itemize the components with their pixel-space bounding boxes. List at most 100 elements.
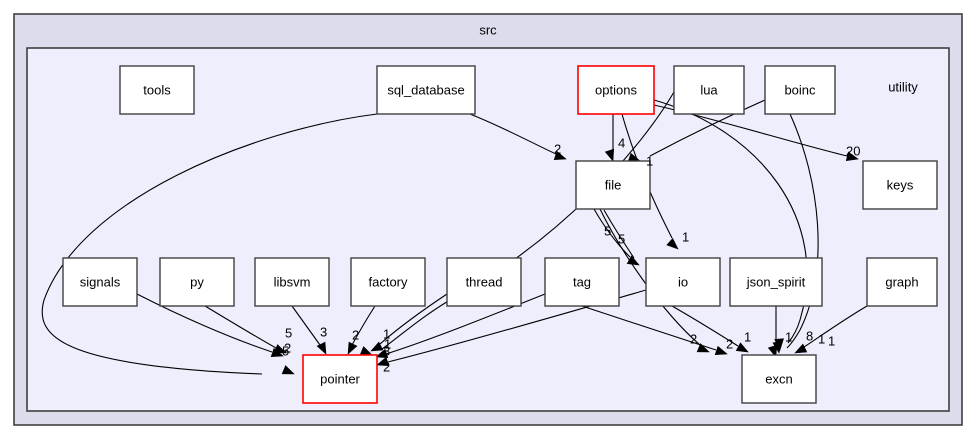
cluster-label-utility: utility	[888, 79, 918, 94]
node-box-pointer[interactable]	[302, 354, 378, 404]
edge-boinc-to-file	[649, 99, 766, 157]
node-box-boinc[interactable]	[764, 65, 836, 115]
edge-sql_database-to-file	[469, 113, 557, 155]
edge-label-boinc-to-excn: 1	[818, 331, 825, 346]
arrowhead-options-to-keys	[845, 151, 859, 161]
edge-label-graph-to-excn: 1	[828, 333, 835, 348]
node-box-excn[interactable]	[741, 354, 817, 404]
node-json_spirit[interactable]: json_spirit	[729, 257, 823, 307]
node-box-signals[interactable]	[62, 257, 138, 307]
node-box-tools[interactable]	[119, 65, 195, 115]
edge-label-libsvm-to-pointer: 3	[320, 324, 327, 339]
node-box-keys[interactable]	[862, 160, 938, 210]
arrowhead-graph-to-excn	[794, 343, 808, 354]
edge-label-file-to-excn: 2	[690, 331, 697, 346]
node-label-options: options	[595, 82, 637, 97]
node-box-options[interactable]	[577, 65, 655, 115]
node-label-signals: signals	[80, 274, 121, 289]
edge-file-to-excn	[599, 208, 701, 346]
arrowhead-py-to-pointer	[273, 344, 287, 354]
node-box-factory[interactable]	[350, 257, 426, 307]
edge-factory-to-pointer	[351, 305, 376, 346]
edge-file-to-io	[593, 208, 631, 258]
arrowhead-options-to-io	[666, 237, 679, 250]
edge-label-file-to-io: 5	[604, 223, 611, 238]
node-box-io[interactable]	[645, 257, 721, 307]
arrowhead-tag-to-pointer	[375, 348, 389, 359]
node-box-tag[interactable]	[544, 257, 620, 307]
edge-label-options-to-excn: 8	[806, 328, 813, 343]
node-label-boinc: boinc	[784, 82, 816, 97]
edge-thread-to-pointer	[379, 293, 448, 345]
node-libsvm[interactable]: libsvm	[254, 257, 330, 307]
arrowhead-io-to-excn	[735, 342, 749, 353]
node-box-graph[interactable]	[866, 257, 938, 307]
node-box-sql_database[interactable]	[376, 65, 476, 115]
edge-libsvm-to-pointer	[291, 305, 321, 346]
node-box-thread[interactable]	[446, 257, 522, 307]
node-box-json_spirit[interactable]	[729, 257, 823, 307]
edge-label-sql_database-to-file: 2	[554, 141, 561, 156]
edge-label-signals-to-pointer: 5	[285, 325, 292, 340]
node-box-lua[interactable]	[673, 65, 745, 115]
node-signals[interactable]: signals	[62, 257, 138, 307]
arrowhead-libsvm-to-pointer	[316, 341, 327, 355]
arrowhead-sql_database-to-pointer	[281, 365, 295, 375]
node-label-io: io	[678, 274, 688, 289]
node-keys[interactable]: keys	[862, 160, 938, 210]
edge-label-io-to-excn: 1	[744, 329, 751, 344]
edge-sql_database-to-pointer	[41, 113, 378, 375]
node-factory[interactable]: factory	[350, 257, 426, 307]
node-options[interactable]: options	[577, 65, 655, 115]
node-label-py: py	[190, 274, 204, 289]
edge-signals-to-pointer	[136, 293, 273, 353]
node-box-py[interactable]	[159, 257, 235, 307]
node-label-tag: tag	[573, 274, 591, 289]
node-label-factory: factory	[368, 274, 408, 289]
node-label-graph: graph	[885, 274, 918, 289]
arrowhead-sql_database-to-file	[553, 150, 567, 161]
node-py[interactable]: py	[159, 257, 235, 307]
node-label-keys: keys	[887, 177, 914, 192]
node-file[interactable]: file	[575, 160, 651, 210]
node-box-libsvm[interactable]	[254, 257, 330, 307]
node-io[interactable]: io	[645, 257, 721, 307]
node-label-excn: excn	[765, 371, 792, 386]
node-tools[interactable]: tools	[119, 65, 195, 115]
edge-label-io-to-file: 5	[618, 231, 625, 246]
node-box-file[interactable]	[575, 160, 651, 210]
cluster-label-src: src	[479, 22, 497, 37]
edge-py-to-pointer	[204, 305, 277, 349]
node-boinc[interactable]: boinc	[764, 65, 836, 115]
node-label-tools: tools	[143, 82, 171, 97]
edge-io-to-excn	[671, 305, 739, 347]
node-sql_database[interactable]: sql_database	[376, 65, 476, 115]
node-pointer[interactable]: pointer	[302, 354, 378, 404]
node-thread[interactable]: thread	[446, 257, 522, 307]
arrowhead-io-to-pointer	[376, 356, 390, 367]
node-label-thread: thread	[466, 274, 503, 289]
edge-label-options-to-file: 4	[618, 135, 625, 150]
edge-options-to-excn	[653, 99, 808, 344]
edge-io-to-file	[603, 209, 635, 259]
edges-layer	[41, 91, 868, 375]
node-lua[interactable]: lua	[673, 65, 745, 115]
edge-label-tag-to-pointer: 3	[383, 343, 390, 358]
edge-label-json_spirit-to-excn: 1	[785, 329, 792, 344]
edge-label-factory-to-pointer: 2	[352, 327, 359, 342]
edge-label-options-to-io: 1	[682, 229, 689, 244]
edge-tag-to-pointer	[385, 293, 546, 355]
node-excn[interactable]: excn	[741, 354, 817, 404]
node-label-pointer: pointer	[320, 371, 360, 386]
node-label-json_spirit: json_spirit	[746, 274, 806, 289]
node-label-libsvm: libsvm	[274, 274, 311, 289]
node-graph[interactable]: graph	[866, 257, 938, 307]
edge-graph-to-excn	[803, 305, 868, 348]
arrowhead-thread-to-pointer	[370, 341, 384, 352]
arrowhead-factory-to-pointer	[347, 341, 358, 355]
arrowhead-options-to-file	[604, 148, 615, 162]
node-tag[interactable]: tag	[544, 257, 620, 307]
